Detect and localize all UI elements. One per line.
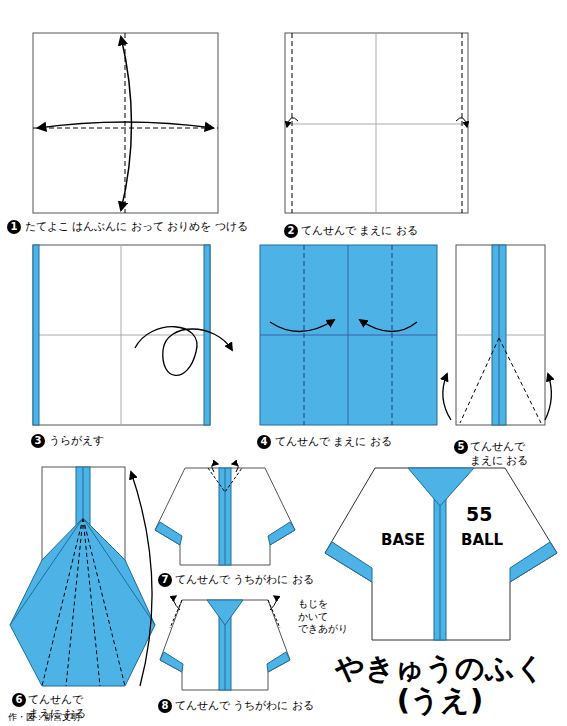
step4-paper: [260, 335, 437, 336]
step8-shirt: [270, 596, 276, 610]
shirt-lettering: BALL: [461, 531, 503, 550]
step7-shirt: [155, 468, 295, 565]
instruction: うらがえす: [49, 434, 104, 448]
shirt-number: 55: [466, 503, 492, 527]
step8-shirt: [268, 600, 280, 628]
step3-paper: [33, 245, 210, 425]
step1-paper: [38, 122, 213, 128]
step3-paper: [33, 245, 39, 425]
step6-paper: [66, 518, 83, 686]
step6-paper: [83, 518, 155, 625]
finished-shirt: [434, 490, 446, 640]
step8-shirt: [207, 600, 243, 625]
instruction: たてよこ はんぶんに おって おりめを つける: [25, 220, 248, 234]
finished-shirt: [510, 542, 557, 582]
step7-shirt: [208, 468, 242, 492]
step5-paper: [499, 338, 541, 423]
step4-paper: [360, 320, 417, 332]
step-number: 8: [158, 699, 172, 713]
step2-paper: [292, 33, 293, 213]
step2-paper: [285, 33, 468, 213]
step6-paper: [10, 518, 155, 686]
step7-shirt: [268, 522, 295, 545]
step3-paper: [135, 327, 232, 376]
step-number: 6: [12, 693, 26, 707]
instruction: てんせんで まえに おる: [275, 435, 392, 449]
step6-paper: [83, 518, 125, 686]
step-number: 1: [7, 220, 21, 234]
instruction: てんせんで まえに おる: [301, 224, 418, 238]
finished-shirt: [325, 468, 557, 640]
step2-paper: [462, 33, 463, 213]
step-number: 5: [454, 440, 468, 454]
finished-shirt: [325, 468, 557, 640]
step8-shirt: [160, 596, 290, 690]
step-number: 4: [257, 435, 271, 449]
step2-paper: [376, 33, 377, 213]
step2-paper: [287, 118, 298, 127]
step7-shirt: [225, 468, 226, 565]
step6-paper: [10, 467, 155, 686]
step5-paper: [499, 245, 500, 425]
note: もじを かいて できあがり: [298, 598, 352, 636]
step5-paper: [456, 245, 545, 425]
step5-paper: [443, 374, 451, 420]
finished-shirt: [408, 468, 474, 506]
step7-shirt: [212, 464, 218, 472]
step1-paper: [33, 33, 218, 213]
step2-paper: [456, 118, 467, 127]
step5-paper: [492, 245, 506, 425]
step8-shirt: [170, 600, 182, 628]
step5-paper: [545, 374, 551, 420]
step7-shirt: [155, 464, 295, 565]
step6-paper: [131, 472, 152, 686]
step7-shirt: [155, 522, 182, 545]
instruction: てんせんで うちがわに おる: [175, 699, 314, 713]
step7-shirt: [232, 464, 238, 472]
step4-paper: [260, 245, 437, 425]
step3-paper: [33, 335, 210, 336]
step6-paper: [83, 518, 100, 686]
step6-paper: [10, 518, 83, 625]
finished-shirt: [440, 490, 441, 640]
step-number: 2: [284, 224, 298, 238]
step5-paper: [443, 245, 552, 425]
title: やきゅうのふく (うえ): [320, 652, 560, 717]
shirt-lettering: BASE: [381, 531, 425, 550]
step4-paper: [392, 245, 393, 425]
step8-shirt: [160, 652, 183, 672]
step5-paper: [460, 338, 499, 423]
step1-paper: [33, 128, 218, 129]
finished-shirt: [325, 542, 372, 582]
credit: 作・図：新宮文明: [8, 712, 80, 723]
step8-shirt: [174, 596, 180, 610]
step3-paper: [204, 245, 210, 425]
step3-paper: [33, 245, 232, 425]
step4-paper: [304, 245, 305, 425]
step8-shirt: [160, 600, 290, 690]
step6-paper: [42, 518, 83, 686]
step2-paper: [285, 124, 468, 125]
step1-paper: [33, 33, 218, 213]
step-number: 3: [31, 434, 45, 448]
step8-shirt: [267, 652, 290, 672]
step7-shirt: [219, 468, 231, 565]
step4-paper: [260, 245, 437, 425]
step4-paper: [270, 320, 334, 332]
step-number: 7: [158, 573, 172, 587]
step2-paper: [285, 33, 468, 213]
step1-paper: [121, 37, 132, 210]
instruction: てんせんで うちがわに おる: [175, 573, 314, 587]
instruction: てんせんで まえに おる: [470, 440, 534, 468]
